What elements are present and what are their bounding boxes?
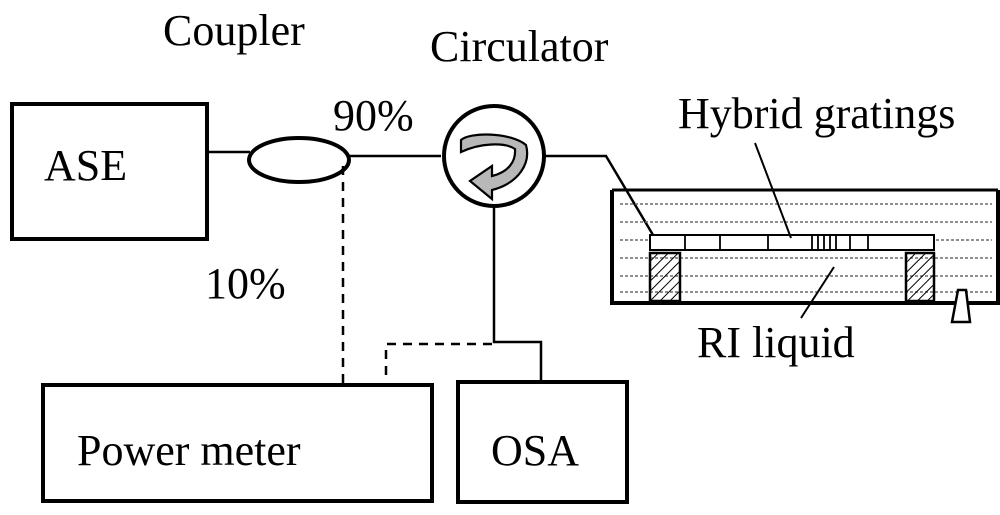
circulator-symbol [442, 104, 546, 208]
fiber-support-right [904, 251, 936, 303]
coupler-ratio-90-label: 90% [333, 91, 414, 140]
drain-valve [950, 288, 972, 324]
power-meter-label: Power meter [77, 426, 301, 475]
osa-box [456, 380, 629, 504]
fiber-support-left [648, 251, 682, 303]
ase-box [10, 102, 209, 241]
liquid-cell-container [610, 190, 1000, 305]
coupler-ratio-10-label: 10% [205, 259, 286, 308]
coupler-label: Coupler [163, 6, 305, 55]
grating-segments [684, 235, 869, 250]
osa-label: OSA [491, 426, 579, 475]
ri-liquid-label: RI liquid [697, 318, 855, 367]
coupler-symbol [247, 136, 351, 184]
fiber-circulator-to-osa [492, 206, 543, 380]
dashed-link-to-osa [384, 342, 492, 380]
hybrid-gratings-pointer [754, 142, 792, 239]
fiber-circulator-to-sensor [543, 154, 658, 241]
sensing-fiber [649, 234, 935, 251]
circulator-arrow-icon [459, 133, 529, 202]
hybrid-gratings-label: Hybrid gratings [678, 89, 955, 138]
circulator-label: Circulator [430, 22, 609, 71]
power-meter-box [41, 383, 434, 503]
sensor-cell [610, 188, 1000, 324]
ri-liquid-pointer [800, 266, 835, 319]
ase-label: ASE [44, 141, 127, 190]
